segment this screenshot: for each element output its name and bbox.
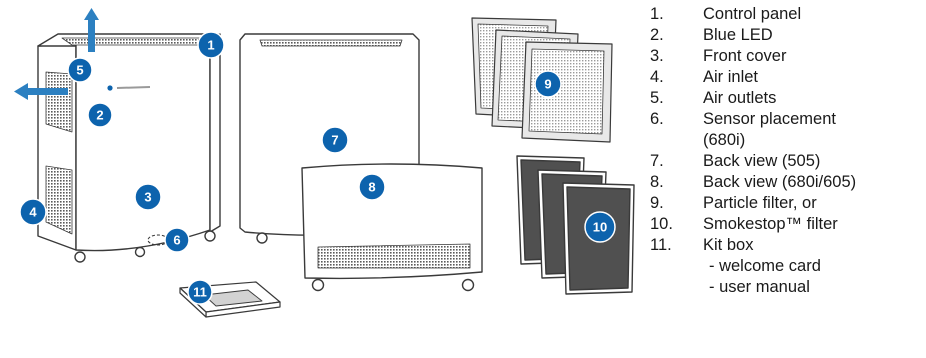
callout-badge-9: 9 xyxy=(535,71,561,97)
callout-badge-4: 4 xyxy=(20,199,46,225)
badge-number: 10 xyxy=(593,220,607,235)
legend-item-number: 5. xyxy=(650,88,664,109)
legend-item-label: Blue LED xyxy=(703,26,773,44)
legend-item: (680i) xyxy=(648,130,924,151)
badge-number: 4 xyxy=(29,205,37,220)
legend-item: 2. Blue LED xyxy=(648,25,924,46)
legend-item-label: Particle filter, or xyxy=(703,194,817,212)
back-view-680i-605-unit xyxy=(302,164,482,291)
air-purifier-front-unit xyxy=(38,34,220,262)
legend-item-number: 8. xyxy=(650,172,664,193)
badge-number: 11 xyxy=(193,285,207,300)
legend-item: 5. Air outlets xyxy=(648,88,924,109)
legend-item: 1. Control panel xyxy=(648,4,924,25)
legend-item-number: 3. xyxy=(650,46,664,67)
badge-number: 8 xyxy=(368,180,375,195)
legend-item-number: 6. xyxy=(650,109,664,130)
legend-item-label: Air outlets xyxy=(703,89,776,107)
legend-item-label: Smokestop™ filter xyxy=(703,215,838,233)
badge-number: 9 xyxy=(544,77,551,92)
legend-item-number: 1. xyxy=(650,4,664,25)
legend-item: 10. Smokestop™ filter xyxy=(648,214,924,235)
callout-badge-2: 2 xyxy=(88,103,112,127)
legend-item-number: 4. xyxy=(650,67,664,88)
callout-badge-11: 11 xyxy=(188,280,212,304)
legend-item: 11. Kit box xyxy=(648,235,924,256)
legend-item: 3. Front cover xyxy=(648,46,924,67)
legend-item-number: 11. xyxy=(650,235,672,256)
callout-badge-5: 5 xyxy=(68,58,92,82)
legend-item-label: Sensor placement xyxy=(703,110,836,128)
legend-item: 9. Particle filter, or xyxy=(648,193,924,214)
legend-item: 6. Sensor placement xyxy=(648,109,924,130)
legend-item-label: Air inlet xyxy=(703,68,758,86)
legend-item-label: (680i) xyxy=(703,131,745,149)
legend-item: 7. Back view (505) xyxy=(648,151,924,172)
badge-number: 2 xyxy=(96,108,103,123)
legend-item-label: Front cover xyxy=(703,47,786,65)
legend-item-label: Control panel xyxy=(703,5,801,23)
legend-item: 4. Air inlet xyxy=(648,67,924,88)
badge-number: 7 xyxy=(331,133,338,148)
callout-badge-10: 10 xyxy=(585,212,615,242)
parts-legend: 1. Control panel 2. Blue LED 3. Front cover 4.… xyxy=(648,4,924,298)
badge-number: 5 xyxy=(76,63,83,78)
callout-badge-6: 6 xyxy=(165,228,189,252)
brand-mark xyxy=(117,87,150,88)
legend-item-label: Kit box xyxy=(703,236,753,254)
legend-item-label: Back view (680i/605) xyxy=(703,173,856,191)
badge-number: 1 xyxy=(207,38,214,53)
callout-badge-8: 8 xyxy=(359,174,385,200)
air-purifier-parts-illustration: 1 2 3 4 5 6 7 8 9 10 11 xyxy=(0,0,640,358)
callout-badge-1: 1 xyxy=(198,32,224,58)
legend-item-number: 7. xyxy=(650,151,664,172)
callout-badge-7: 7 xyxy=(322,127,348,153)
smokestop-filter-stack xyxy=(517,156,634,294)
legend-item-number: 2. xyxy=(650,25,664,46)
callout-badge-3: 3 xyxy=(135,184,161,210)
blue-led xyxy=(107,85,112,90)
legend-subitem: - user manual xyxy=(648,277,924,298)
legend-item-label: Back view (505) xyxy=(703,152,820,170)
badge-number: 3 xyxy=(144,190,151,205)
legend-item-number: 10. xyxy=(650,214,673,235)
legend-item: 8. Back view (680i/605) xyxy=(648,172,924,193)
legend-subitem: - welcome card xyxy=(648,256,924,277)
legend-item-number: 9. xyxy=(650,193,664,214)
badge-number: 6 xyxy=(173,233,180,248)
